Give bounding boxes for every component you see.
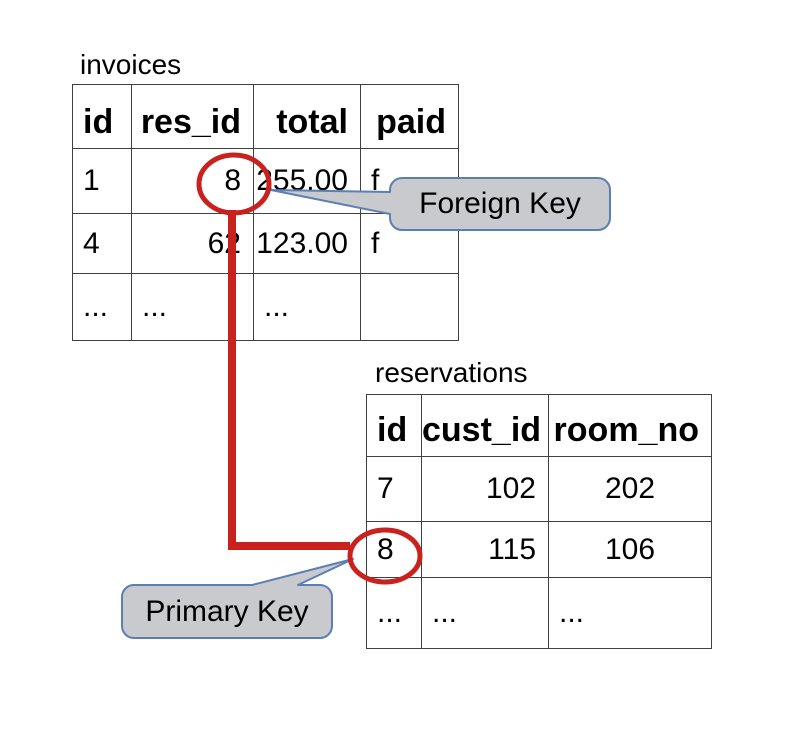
table-cell: ... (72, 273, 132, 341)
column-header-id: id (72, 84, 132, 149)
table-cell: ... (131, 273, 254, 341)
table-cell: ... (548, 577, 712, 649)
column-header-id: id (366, 394, 422, 457)
reservations-table: id cust_id room_no 7 102 202 8 115 106 .… (366, 394, 712, 649)
table-cell: 115 (421, 521, 549, 578)
reservations-header-row: id cust_id room_no (366, 394, 712, 457)
table-cell: 7 (366, 456, 422, 522)
table-cell: 62 (131, 213, 254, 274)
table-cell: 202 (548, 456, 712, 522)
table-cell: 1 (72, 148, 132, 214)
table-cell-foreign-key: 8 (131, 148, 254, 214)
reservations-table-title: reservations (375, 357, 528, 388)
table-cell: ... (421, 577, 549, 649)
table-cell: ... (366, 577, 422, 649)
table-row: ... ... ... (72, 273, 459, 341)
column-header-res-id: res_id (131, 84, 254, 149)
table-cell: 123.00 (253, 213, 361, 274)
column-header-paid: paid (360, 84, 459, 149)
table-cell: 106 (548, 521, 712, 578)
column-header-total: total (253, 84, 361, 149)
table-row: ... ... ... (366, 577, 712, 649)
invoices-header-row: id res_id total paid (72, 84, 459, 149)
table-row: 7 102 202 (366, 456, 712, 522)
table-cell-primary-key: 8 (366, 521, 422, 578)
table-cell: ... (253, 273, 361, 341)
foreign-key-callout-label: Foreign Key (419, 187, 581, 220)
table-cell: 4 (72, 213, 132, 274)
primary-key-callout-label: Primary Key (145, 594, 309, 628)
column-header-cust-id: cust_id (421, 394, 549, 457)
table-row: 8 115 106 (366, 521, 712, 578)
column-header-room-no: room_no (548, 394, 712, 457)
table-cell: 102 (421, 456, 549, 522)
invoices-table-title: invoices (80, 49, 182, 80)
table-cell: 255.00 (253, 148, 361, 214)
table-cell (360, 273, 459, 341)
